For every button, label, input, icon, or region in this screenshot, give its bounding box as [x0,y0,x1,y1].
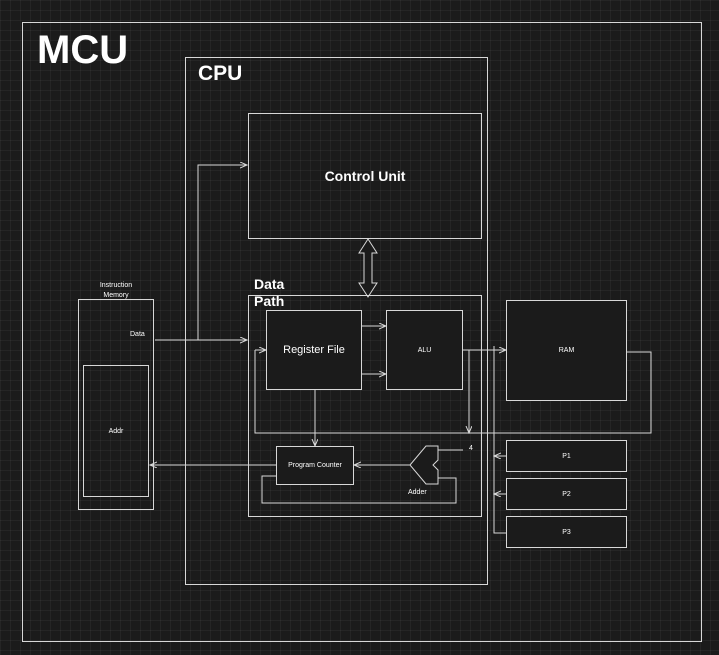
peripheral-p3[interactable]: P3 [506,516,627,548]
control-unit-label: Control Unit [324,168,406,184]
register-file-label: Register File [283,344,345,356]
ram[interactable]: RAM [506,300,627,401]
ram-label: RAM [558,347,575,354]
control-unit[interactable]: Control Unit [248,113,482,239]
line-io-bus [493,346,506,534]
datapath-container [248,295,482,517]
line-pc-adder-feedback [261,476,457,504]
register-file[interactable]: Register File [266,310,362,390]
instruction-memory-title: Instruction Memory [99,282,133,299]
control-datapath-double-arrow [358,238,378,298]
alu-label: ALU [417,346,432,354]
peripheral-p2[interactable]: P2 [506,478,627,510]
peripheral-p1[interactable]: P1 [506,440,627,472]
mcu-title: MCU [37,28,129,72]
instruction-memory-addr-label: Addr [108,427,124,435]
instruction-memory[interactable] [78,299,154,510]
alu[interactable]: ALU [386,310,463,390]
instruction-memory-data-port: Data [130,331,145,338]
cpu-title: CPU [198,62,243,85]
peripheral-p3-label: P3 [562,528,571,536]
adder-label: Adder [408,489,427,496]
peripheral-p1-label: P1 [562,452,571,460]
mcu-container [22,22,702,642]
instruction-memory-addr: Addr [83,365,149,497]
program-counter[interactable]: Program Counter [276,446,354,485]
adder-constant: 4 [469,445,473,452]
line-feedback-to-regfile [254,350,652,434]
cpu-container [185,57,488,585]
datapath-title: Data Path [254,276,285,309]
peripheral-p2-label: P2 [562,490,571,498]
adder-shape [409,445,439,485]
program-counter-label: Program Counter [288,462,342,469]
